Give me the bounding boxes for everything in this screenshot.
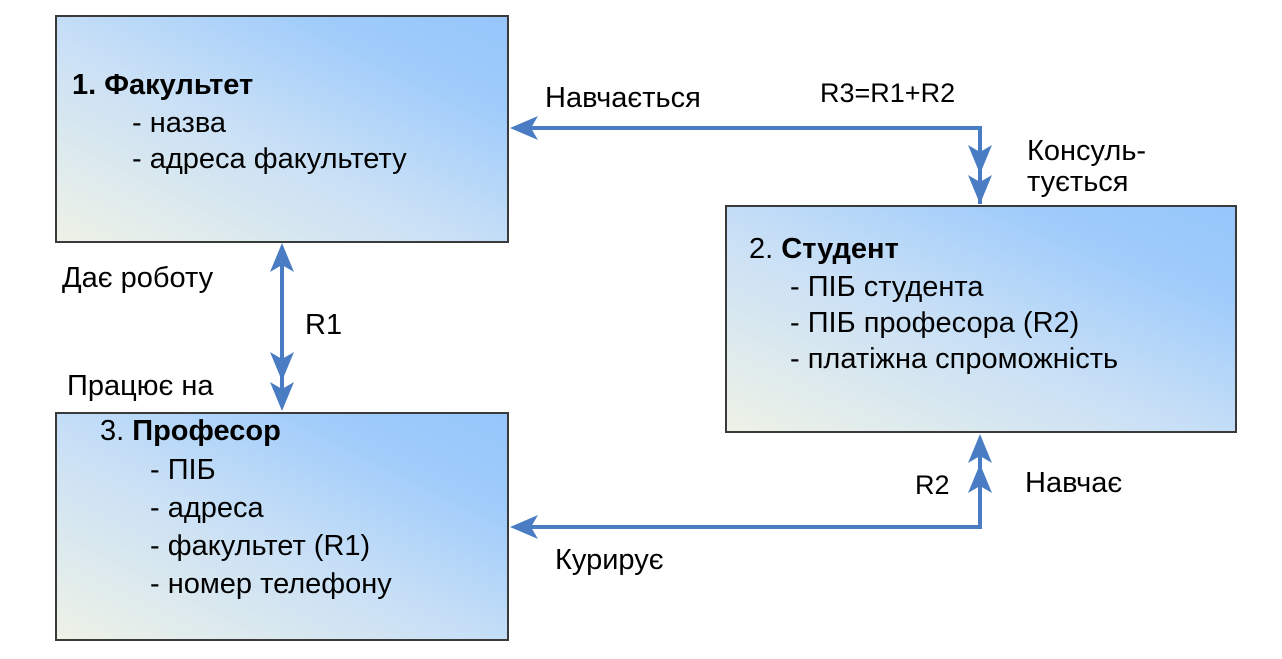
attribute-item: - ПІБ професора (R2) xyxy=(790,307,1080,339)
r2-connector-line[interactable] xyxy=(530,454,982,529)
r2-label-supervises: Курирує xyxy=(555,544,664,576)
r3-label-consults-line2: тується xyxy=(1027,166,1129,198)
entity-title: 3. Професор xyxy=(100,415,281,448)
entity-faculty[interactable]: 1. Факультет - назва - адреса факультету xyxy=(55,15,509,243)
r3-label-consults-line1: Консуль- xyxy=(1027,135,1147,167)
attribute-list: - назва - адреса факультету xyxy=(132,105,407,177)
entity-name: Факультет xyxy=(104,69,254,101)
r1-arrowhead-professor-1 xyxy=(270,352,294,381)
entity-number: 2. xyxy=(749,233,774,265)
entity-number: 3. xyxy=(100,415,125,447)
r3-label-studies-at: Навчається xyxy=(545,82,701,114)
attribute-item: - адреса факультету xyxy=(132,143,407,175)
r3-arrowhead-student-2 xyxy=(968,175,992,204)
attribute-list: - ПІБ студента - ПІБ професора (R2) - пл… xyxy=(790,269,1118,377)
r2-arrowhead-student-1 xyxy=(968,434,992,463)
r3-arrowhead-student-1 xyxy=(968,145,992,174)
r2-label-teaches: Навчає xyxy=(1025,467,1123,499)
r1-label-employs: Дає роботу xyxy=(62,262,214,294)
r1-arrowhead-faculty xyxy=(270,243,294,272)
attribute-list: - ПІБ - адреса - факультет (R1) - номер … xyxy=(150,451,392,603)
r3-arrowhead-faculty xyxy=(510,116,538,140)
r1-name: R1 xyxy=(305,309,343,341)
attribute-item: - ПІБ xyxy=(150,454,216,486)
entity-number: 1. xyxy=(72,69,97,101)
entity-student[interactable]: 2. Студент - ПІБ студента - ПІБ професор… xyxy=(725,205,1237,433)
entity-name: Професор xyxy=(132,415,281,447)
attribute-item: - назва xyxy=(132,107,227,139)
attribute-item: - номер телефону xyxy=(150,568,392,600)
attribute-item: - платіжна спроможність xyxy=(790,343,1119,375)
entity-title: 1. Факультет xyxy=(72,69,253,102)
entity-title: 2. Студент xyxy=(749,233,899,266)
entity-professor[interactable]: 3. Професор - ПІБ - адреса - факультет (… xyxy=(55,412,509,641)
r1-label-works-for: Працює на xyxy=(67,370,214,402)
attribute-item: - факультет (R1) xyxy=(150,530,371,562)
r2-name: R2 xyxy=(915,470,950,500)
entity-name: Студент xyxy=(781,233,899,265)
attribute-item: - адреса xyxy=(150,492,264,524)
attribute-item: - ПІБ студента xyxy=(790,271,984,303)
r2-arrowhead-professor xyxy=(510,515,538,539)
r3-connector-line[interactable] xyxy=(530,126,982,204)
r3-name: R3=R1+R2 xyxy=(820,78,956,108)
r1-arrowhead-professor-2 xyxy=(270,382,294,411)
r2-arrowhead-student-2 xyxy=(968,464,992,493)
